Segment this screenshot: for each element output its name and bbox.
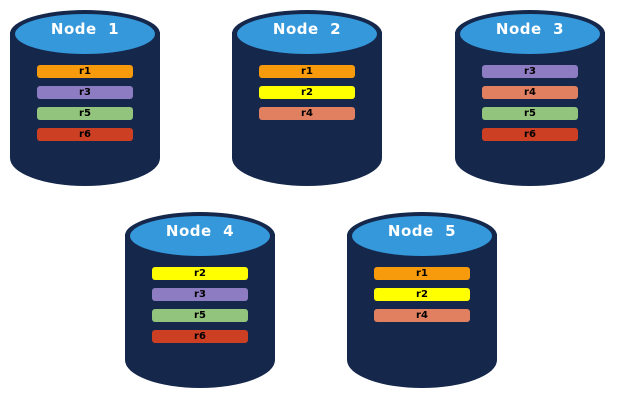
replica-list: r1 r2 r4 [374,267,470,322]
node-cylinder: Node 1 r1 r3 r5 r6 [10,10,160,186]
cylinder-top-disc [130,216,270,256]
replica-bar: r3 [482,65,578,78]
cylinder-shape [455,10,605,186]
replica-bar: r5 [152,309,248,322]
node-cylinder: Node 2 r1 r2 r4 [232,10,382,186]
node-cylinder: Node 3 r3 r4 r5 r6 [455,10,605,186]
node-label: Node 3 [495,20,565,38]
replica-bar: r4 [374,309,470,322]
replica-list: r2 r3 r5 r6 [152,267,248,343]
replica-bar: r1 [259,65,355,78]
replica-bar: r3 [152,288,248,301]
cylinder-top-disc [352,216,492,256]
replica-list: r1 r2 r4 [259,65,355,120]
node-cylinder: Node 4 r2 r3 r5 r6 [125,212,275,388]
node-label: Node 2 [272,20,342,38]
replica-bar: r2 [152,267,248,280]
replica-bar: r6 [152,330,248,343]
replica-bar: r1 [37,65,133,78]
cylinder-shape [10,10,160,186]
node-label: Node 1 [50,20,120,38]
replica-bar: r2 [374,288,470,301]
cylinder-top-disc [237,14,377,54]
replica-bar: r4 [259,107,355,120]
replica-bar: r2 [259,86,355,99]
cylinder-top-disc [15,14,155,54]
cylinder-top-disc [460,14,600,54]
replica-bar: r3 [37,86,133,99]
replica-list: r1 r3 r5 r6 [37,65,133,141]
replica-bar: r6 [482,128,578,141]
replica-bar: r1 [374,267,470,280]
replica-bar: r5 [482,107,578,120]
replica-bar: r5 [37,107,133,120]
node-label: Node 5 [387,222,457,240]
replica-list: r3 r4 r5 r6 [482,65,578,141]
node-cylinder: Node 5 r1 r2 r4 [347,212,497,388]
replica-bar: r6 [37,128,133,141]
node-label: Node 4 [165,222,235,240]
cylinder-shape [232,10,382,186]
replica-bar: r4 [482,86,578,99]
